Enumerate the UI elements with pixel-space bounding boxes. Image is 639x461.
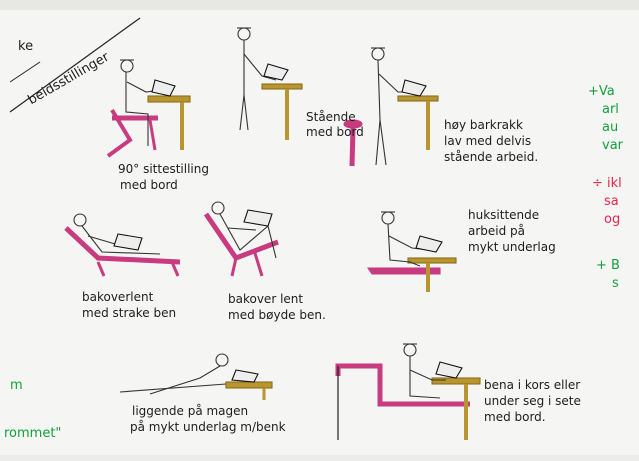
- note-plus-2-b: s: [612, 276, 619, 292]
- figure-sitting: [108, 60, 190, 156]
- caption-kneeling-2: arbeid på: [468, 224, 525, 238]
- caption-reclined-bent-2: med bøyde ben.: [228, 308, 326, 322]
- figure-reclined-bent: [206, 202, 278, 276]
- title-rule-upper: [10, 62, 40, 82]
- note-plus-2-a: + B: [596, 258, 620, 274]
- caption-lying-1: liggende på magen: [132, 404, 248, 418]
- caption-lying-2: på mykt underlag m/benk: [130, 420, 286, 434]
- note-plus-1-d: var: [602, 138, 623, 154]
- caption-stool-3: stående arbeid.: [444, 150, 538, 164]
- caption-crosslegged-1: bena i kors eller: [484, 378, 580, 392]
- figure-reclined-straight: [66, 214, 180, 276]
- caption-kneeling-3: mykt underlag: [468, 240, 556, 254]
- caption-sitting-2: med bord: [120, 178, 178, 192]
- caption-sitting-1: 90° sittestilling: [118, 162, 209, 176]
- caption-kneeling-1: huksittende: [468, 208, 539, 222]
- caption-crosslegged-3: med bord.: [484, 410, 546, 424]
- caption-standing-2: med bord: [306, 125, 364, 139]
- note-minus-a: ÷ ikl: [592, 176, 622, 192]
- title-fragment: ke: [18, 40, 33, 54]
- note-plus-1-b: arl: [602, 102, 619, 118]
- caption-standing-1: Stående: [306, 110, 356, 124]
- caption-crosslegged-2: under seg i sete: [484, 394, 581, 408]
- caption-reclined-bent-1: bakover lent: [228, 292, 303, 306]
- figure-lying: [120, 354, 272, 400]
- caption-reclined-straight-2: med strake ben: [82, 306, 176, 320]
- caption-reclined-straight-1: bakoverlent: [82, 290, 153, 304]
- figure-standing: [237, 28, 302, 140]
- note-left-m: m: [10, 378, 23, 394]
- note-minus-c: og: [604, 212, 620, 228]
- note-plus-1-c: au: [602, 120, 618, 136]
- caption-stool-1: høy barkrakk: [444, 118, 523, 132]
- caption-stool-2: lav med delvis: [444, 134, 531, 148]
- figure-barstool: [344, 48, 438, 166]
- note-left-rommet: rommet": [4, 426, 61, 442]
- note-minus-b: sa: [604, 194, 619, 210]
- note-plus-1-a: +Va: [588, 84, 615, 100]
- figure-crosslegged: [338, 344, 480, 440]
- figure-kneeling: [368, 212, 456, 292]
